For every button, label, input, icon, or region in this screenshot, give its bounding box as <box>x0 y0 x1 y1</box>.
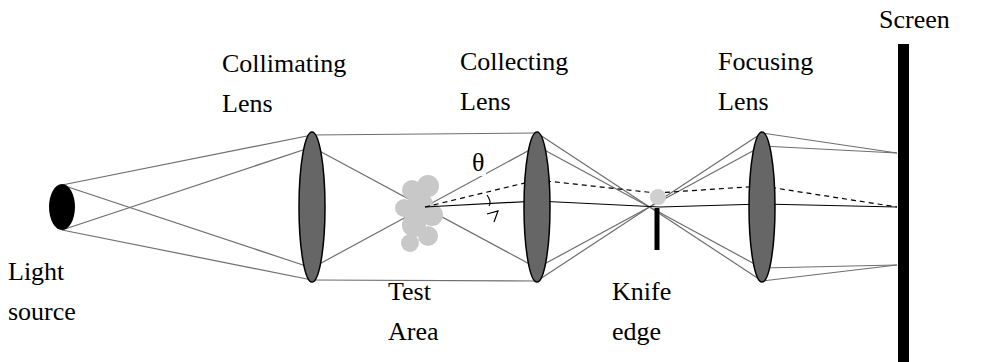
area-label: Test Area <box>388 272 468 352</box>
light-source <box>49 184 75 230</box>
angle-symbol: θ <box>470 150 486 176</box>
knife-edge <box>655 208 660 250</box>
lens-label: Collecting Lens <box>460 42 610 122</box>
test-area-flow <box>395 175 443 252</box>
lenses <box>299 132 775 282</box>
source-label: Light source <box>8 252 108 332</box>
lens-label: Focusing Lens <box>718 42 848 122</box>
screen <box>898 44 909 362</box>
light-rays <box>62 133 897 281</box>
lens-label: Collimating Lens <box>222 44 382 124</box>
screen-label: Screen <box>879 0 979 40</box>
knife-label: Knife edge <box>612 272 697 352</box>
deflected-ray <box>425 180 897 222</box>
focus-spot <box>650 189 666 205</box>
